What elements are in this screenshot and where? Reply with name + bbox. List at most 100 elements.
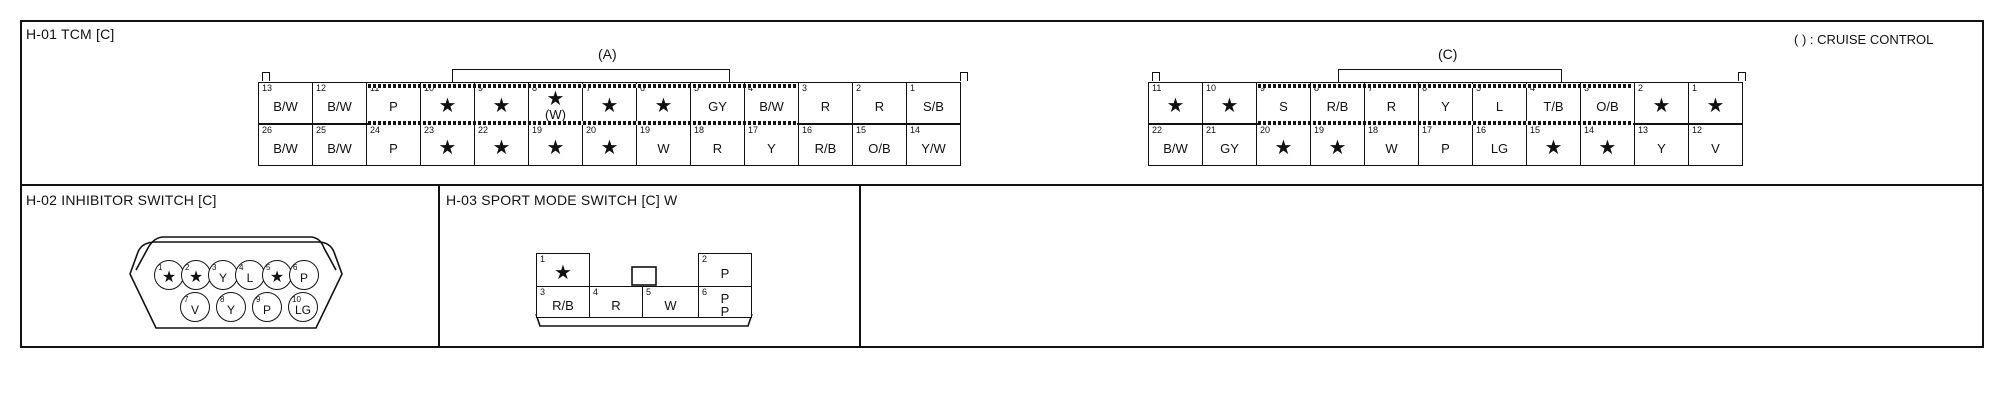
connector-pin-cell: 6★	[636, 82, 691, 124]
connector-pin-cell: 7★	[582, 82, 637, 124]
connector-pin-cell: 19★	[528, 124, 583, 166]
connector-pin-cell: 11 ★	[1148, 82, 1203, 124]
wire-color-label: P	[389, 99, 398, 114]
pin-number: 1	[158, 263, 163, 272]
pin-number: 10	[424, 83, 435, 93]
section-divider	[859, 184, 861, 348]
pin-number: 14	[910, 125, 921, 135]
pin-number: 19	[1314, 125, 1325, 135]
pin-number: 8	[532, 83, 538, 93]
pin-number: 10	[1206, 83, 1217, 93]
connector-pin-cell: 2★	[181, 260, 211, 290]
pin-number: 16	[1476, 125, 1487, 135]
connector-pin-cell: 20★	[582, 124, 637, 166]
wire-color-label: L	[246, 271, 254, 285]
pin-number: 23	[424, 125, 435, 135]
connector-hatch	[368, 121, 797, 125]
wire-color-label: GY	[708, 99, 727, 114]
connector-pin-cell: 2★	[1634, 82, 1689, 124]
wire-color-label: P	[262, 303, 271, 317]
pin-number: 18	[1368, 125, 1379, 135]
wire-color-label: ★	[600, 95, 619, 117]
pin-number: 12	[316, 83, 327, 93]
connector-pin-cell: 10★	[1202, 82, 1257, 124]
connector-pin-cell: 23★	[420, 124, 475, 166]
pin-number: 14	[1584, 125, 1595, 135]
wire-color-label: R	[611, 298, 621, 313]
connector-pin-cell: 14★	[1580, 124, 1635, 166]
pin-number: 16	[802, 125, 813, 135]
pin-number: 25	[316, 125, 327, 135]
pin-number: 8	[220, 295, 225, 304]
pin-number: 26	[262, 125, 273, 135]
connector-latch	[1338, 69, 1562, 82]
wire-color-label: ★	[1274, 137, 1293, 159]
pin-number: 6	[640, 83, 646, 93]
wire-color-label: V	[190, 303, 199, 317]
wire-color-label: L	[1495, 99, 1504, 114]
wire-color-label: ★	[1166, 95, 1185, 117]
pin-number: 4	[593, 287, 599, 297]
wire-color-label: ★	[546, 88, 565, 110]
connector-pin-cell: 15★	[1526, 124, 1581, 166]
wire-color-label: R/B	[1326, 99, 1349, 114]
connector-pin-cell: 5★	[262, 260, 292, 290]
pin-number: 5	[646, 287, 652, 297]
connector-pin-cell: 10★	[420, 82, 475, 124]
pin-number: 2	[856, 83, 862, 93]
pin-number: 21	[1206, 125, 1217, 135]
wire-color-label: ★	[438, 95, 457, 117]
connector-hatch	[1258, 121, 1633, 125]
h01-title: H-01 TCM [C]	[26, 26, 115, 42]
wire-color-label: P	[720, 291, 730, 306]
wire-color-label: V	[1711, 141, 1720, 156]
pin-number: 2	[702, 254, 708, 264]
wire-color-label: ★	[161, 269, 177, 286]
section-divider	[20, 184, 1984, 186]
pin-number: 7	[184, 295, 189, 304]
h03-title: H-03 SPORT MODE SWITCH [C] W	[446, 192, 678, 208]
connector-a-label: (A)	[598, 46, 617, 62]
pin-number: 4	[1530, 83, 1536, 93]
wire-color-label: R/B	[552, 298, 574, 313]
wire-color-label: P	[299, 271, 308, 285]
wire-color-label: R	[874, 99, 885, 114]
connector-key	[262, 72, 270, 81]
pin-number: 22	[478, 125, 489, 135]
pin-number: 11	[1152, 83, 1162, 93]
wire-color-label: S	[1279, 99, 1288, 114]
wire-color-label: ★	[438, 137, 457, 159]
pin-number: 9	[256, 295, 261, 304]
pin-number: 3	[540, 287, 546, 297]
wire-color-label: S/B	[923, 99, 944, 114]
wire-color-label: Y/W	[921, 141, 946, 156]
wire-color-label: B/W	[327, 99, 352, 114]
pin-number: 19	[640, 125, 651, 135]
cruise-control-note: ( ) : CRUISE CONTROL	[1794, 32, 1934, 47]
pin-number: 8	[1314, 83, 1320, 93]
pin-number: 13	[262, 83, 273, 93]
connector-pin-cell: 19★	[1310, 124, 1365, 166]
pin-number: 19	[532, 125, 543, 135]
pin-number: 15	[1530, 125, 1541, 135]
